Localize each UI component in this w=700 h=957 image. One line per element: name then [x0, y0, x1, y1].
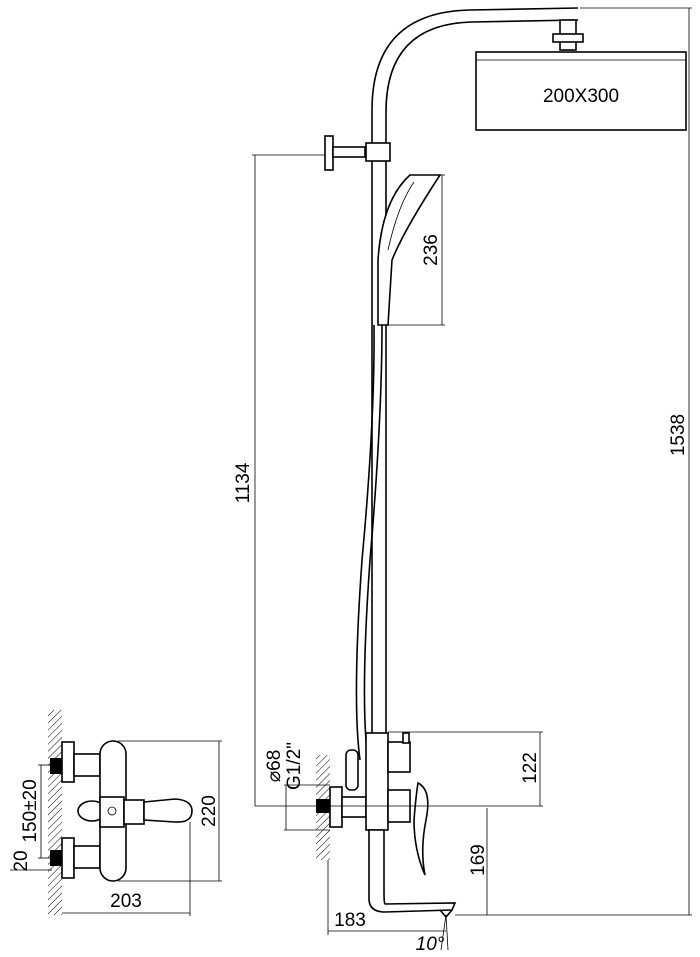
dimension-1134: 1134 [233, 154, 325, 806]
side-mixer [316, 732, 457, 919]
spout-angle: 10° [416, 914, 449, 955]
svg-text:236: 236 [421, 234, 442, 266]
flange-dimension: ⌀68 G1/2" [264, 742, 330, 831]
dimension-236: 236 [385, 174, 445, 326]
svg-text:10°: 10° [416, 934, 445, 955]
svg-text:220: 220 [199, 795, 220, 827]
svg-text:183: 183 [334, 910, 366, 931]
dimension-203: 203 [62, 822, 191, 916]
dimension-122: 122 [255, 731, 543, 807]
svg-text:G1/2": G1/2" [284, 742, 305, 790]
svg-text:169: 169 [468, 844, 489, 876]
dimension-1538: 1538 [580, 7, 692, 915]
dimension-169: 169 [455, 808, 692, 916]
dimension-183: 183 [327, 860, 446, 935]
svg-text:1538: 1538 [668, 414, 689, 456]
shower-column [371, 7, 584, 735]
wall-bracket [324, 135, 391, 171]
dimension-150: 150±20 [20, 764, 52, 859]
svg-text:150±20: 150±20 [20, 779, 41, 842]
svg-text:122: 122 [520, 752, 541, 784]
dimension-20: 20 [10, 850, 52, 872]
svg-text:⌀68: ⌀68 [264, 750, 285, 783]
svg-text:1134: 1134 [233, 462, 254, 503]
svg-text:20: 20 [11, 850, 32, 871]
svg-text:203: 203 [110, 891, 142, 912]
front-mixer [48, 710, 193, 915]
dimension-220: 220 [118, 740, 222, 882]
overhead-shower-head: 200X300 [475, 51, 687, 131]
head-size-label: 200X300 [543, 86, 619, 107]
